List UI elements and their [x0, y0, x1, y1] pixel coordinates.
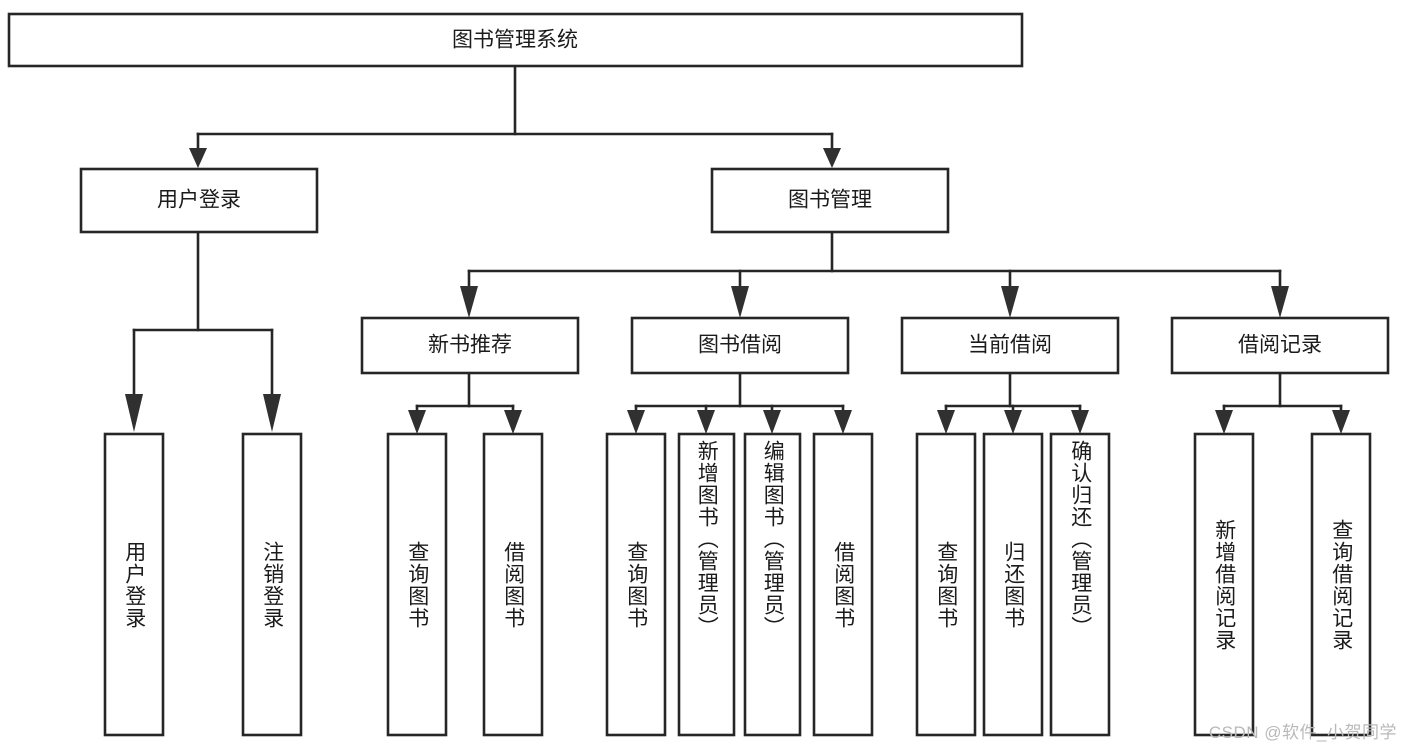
arrow-head-leaf-edit-book-admin	[763, 410, 781, 434]
leaf-query-book-borrow-box[interactable]	[605, 432, 667, 737]
node-new-book-recommend-label: 新书推荐	[428, 334, 512, 357]
leaf-layer	[103, 432, 1372, 737]
leaf-query-borrow-record-box[interactable]	[1310, 432, 1372, 737]
node-current-borrow-label: 当前借阅	[968, 334, 1052, 357]
node-borrow-record-label: 借阅记录	[1238, 334, 1322, 357]
leaf-borrow-book-recommend-box[interactable]	[482, 432, 544, 737]
leaf-confirm-return-admin-box[interactable]	[1049, 432, 1111, 737]
leaf-add-borrow-record-box[interactable]	[1193, 432, 1255, 737]
arrow-head-leaf-borrow-book-recommend	[504, 410, 522, 434]
node-book-management[interactable]: 图书管理	[710, 167, 950, 234]
arrow-head-leaf-query-book-recommend	[408, 410, 426, 434]
node-user-login-label: 用户登录	[157, 189, 241, 212]
node-book-borrow-box[interactable]	[630, 316, 850, 375]
node-current-borrow[interactable]: 当前借阅	[900, 316, 1120, 375]
node-new-book-recommend-box[interactable]	[360, 316, 580, 375]
connector-layer	[125, 64, 1350, 434]
node-book-borrow[interactable]: 图书借阅	[630, 316, 850, 375]
node-borrow-record[interactable]: 借阅记录	[1170, 316, 1390, 375]
leaf-logout-box[interactable]	[241, 432, 303, 737]
arrow-head-leaf-borrow-book	[834, 410, 852, 434]
node-book-management-label: 图书管理	[788, 189, 872, 212]
leaf-add-book-admin-box[interactable]	[677, 432, 736, 737]
arrow-head-book-borrow	[731, 286, 749, 318]
leaf-return-book-box[interactable]	[982, 432, 1044, 737]
node-new-book-recommend[interactable]: 新书推荐	[360, 316, 580, 375]
node-library-management-system[interactable]: 图书管理系统	[7, 12, 1024, 68]
arrow-head-leaf-logout	[263, 394, 281, 432]
arrow-head-new-book-recommend	[460, 286, 478, 318]
leaf-borrow-book-box[interactable]	[812, 432, 874, 737]
arrow-head-user-login	[189, 148, 207, 168]
arrow-head-leaf-confirm-return-admin	[1071, 410, 1089, 434]
node-borrow-record-box[interactable]	[1170, 316, 1390, 375]
node-library-management-system-box[interactable]	[7, 12, 1024, 68]
node-book-borrow-label: 图书借阅	[698, 334, 782, 357]
node-book-management-box[interactable]	[710, 167, 950, 234]
node-user-login[interactable]: 用户登录	[79, 167, 319, 234]
arrow-head-leaf-user-login	[125, 394, 143, 432]
leaf-user-login-box[interactable]	[103, 432, 165, 737]
leaf-query-book-current-box[interactable]	[915, 432, 977, 737]
arrow-head-leaf-return-book	[1004, 410, 1022, 434]
leaf-query-book-recommend-box[interactable]	[386, 432, 448, 737]
arrow-head-leaf-query-book-current	[937, 410, 955, 434]
arrow-head-leaf-add-book-admin	[697, 410, 715, 434]
node-user-login-box[interactable]	[79, 167, 319, 234]
arrow-head-leaf-add-borrow-record	[1215, 410, 1233, 434]
arrow-head-leaf-query-book-borrow	[627, 410, 645, 434]
arrow-head-leaf-query-borrow-record	[1332, 410, 1350, 434]
arrow-head-book-management	[823, 148, 841, 168]
arrow-head-current-borrow	[1001, 286, 1019, 318]
node-current-borrow-box[interactable]	[900, 316, 1120, 375]
csdn-watermark: CSDN @软件_小贺同学	[1208, 723, 1397, 742]
leaf-edit-book-admin-box[interactable]	[743, 432, 802, 737]
node-library-management-system-label: 图书管理系统	[452, 29, 578, 52]
arrow-head-borrow-record	[1271, 286, 1289, 318]
